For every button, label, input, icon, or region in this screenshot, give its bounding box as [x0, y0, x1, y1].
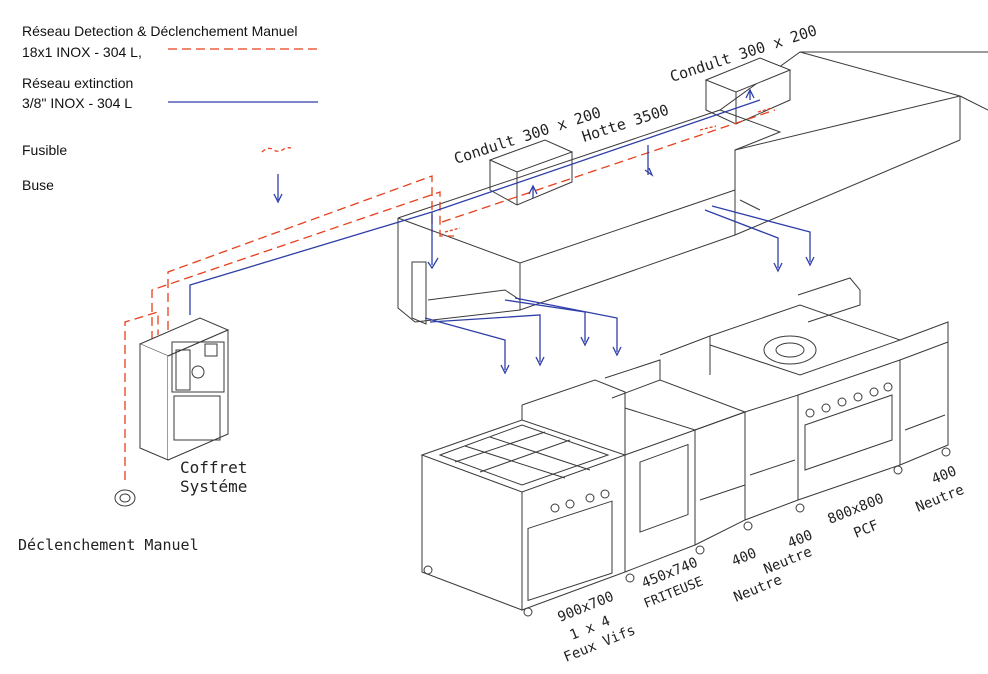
legend-detection-spec: 18x1 INOX - 304 L,: [22, 44, 142, 60]
neutre1-label-line2: Neutre: [732, 572, 785, 606]
coffret-label-line1: Coffret: [180, 458, 247, 477]
declenchement-label: Déclenchement Manuel: [18, 536, 199, 554]
neutre3-label-line2: Neutre: [914, 482, 967, 516]
pcf-label-line2: PCF: [852, 517, 881, 541]
fusible-symbol-icon: [261, 147, 292, 153]
manual-release-icon: [114, 489, 136, 507]
detection-network: [124, 107, 776, 480]
pcf-label-line1: 800x800: [826, 491, 887, 528]
extinction-network: [189, 88, 815, 375]
buse-symbol-icon: [273, 174, 283, 204]
hotte-hood: [397, 51, 988, 325]
legend-buse: Buse: [22, 177, 54, 193]
neutre2-label-line2: Neutre: [762, 544, 815, 578]
legend-extinction-title: Réseau extinction: [22, 75, 134, 91]
conduit-left: [488, 139, 574, 206]
coffret-label-line2: Systéme: [180, 477, 247, 496]
legend-detection-title: Réseau Detection & Déclenchement Manuel: [22, 23, 298, 39]
coffret-systeme-cabinet: [138, 317, 230, 461]
cooking-line: [420, 277, 951, 617]
legend-extinction-spec: 3/8" INOX - 304 L: [22, 95, 133, 111]
legend-fusible: Fusible: [22, 142, 68, 158]
neutre1-label-line1: 400: [730, 545, 759, 569]
